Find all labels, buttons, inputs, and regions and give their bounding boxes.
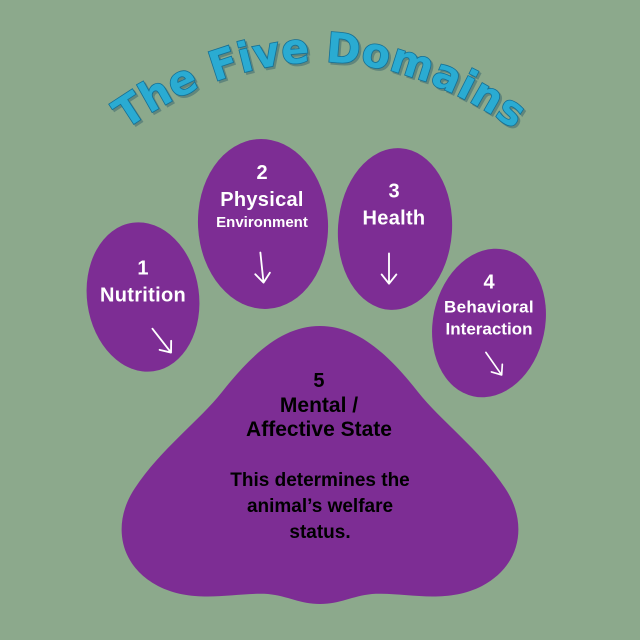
toe-3-arrow-icon <box>378 251 400 287</box>
toe-1-label: Nutrition <box>99 284 187 307</box>
toe-3-label: Health <box>362 207 426 230</box>
toe-pad-3 <box>337 148 453 310</box>
toe-1-text: 1 Nutrition <box>100 256 186 309</box>
toe-pad-1 <box>86 222 200 372</box>
main-pad-shape <box>121 326 519 604</box>
toe-2-label: Physical <box>220 189 304 211</box>
note-line-2: animal’s welfare <box>246 496 394 517</box>
main-pad-text: 5 Mental / Affective State <box>246 368 392 442</box>
toe-4-label: Behavioral <box>444 297 534 317</box>
main-pad-title-line2: Affective State <box>246 418 392 441</box>
toe-4-number: 4 <box>483 271 495 294</box>
toe-2-number: 2 <box>256 162 268 184</box>
toe-1-number: 1 <box>137 257 149 280</box>
toe-pad-2 <box>197 139 329 309</box>
title-arc: The Five Domains <box>104 23 536 139</box>
page-title: The Five Domains <box>104 23 536 139</box>
toe-4-sublabel: Interaction <box>445 319 533 339</box>
toe-4-text: 4 Behavioral Interaction <box>444 270 534 341</box>
toe-3-number: 3 <box>388 180 400 203</box>
toe-3-text: 3 Health <box>363 179 426 232</box>
toe-4-arrow-icon <box>476 345 511 384</box>
note-line-3: status. <box>289 522 351 543</box>
main-pad-note: This determines the animal’s welfare sta… <box>230 468 410 546</box>
toe-2-text: 2 Physical Environment <box>216 160 308 232</box>
toe-1-arrow-icon <box>142 320 182 362</box>
main-pad-number: 5 <box>313 370 325 392</box>
toe-2-sublabel: Environment <box>216 214 308 231</box>
toe-pad-4 <box>432 248 546 398</box>
svg-text:The Five Domains: The Five Domains <box>105 24 536 138</box>
toe-2-arrow-icon <box>249 249 275 287</box>
note-line-1: This determines the <box>230 470 410 491</box>
main-pad-title-line1: Mental / <box>279 394 359 417</box>
